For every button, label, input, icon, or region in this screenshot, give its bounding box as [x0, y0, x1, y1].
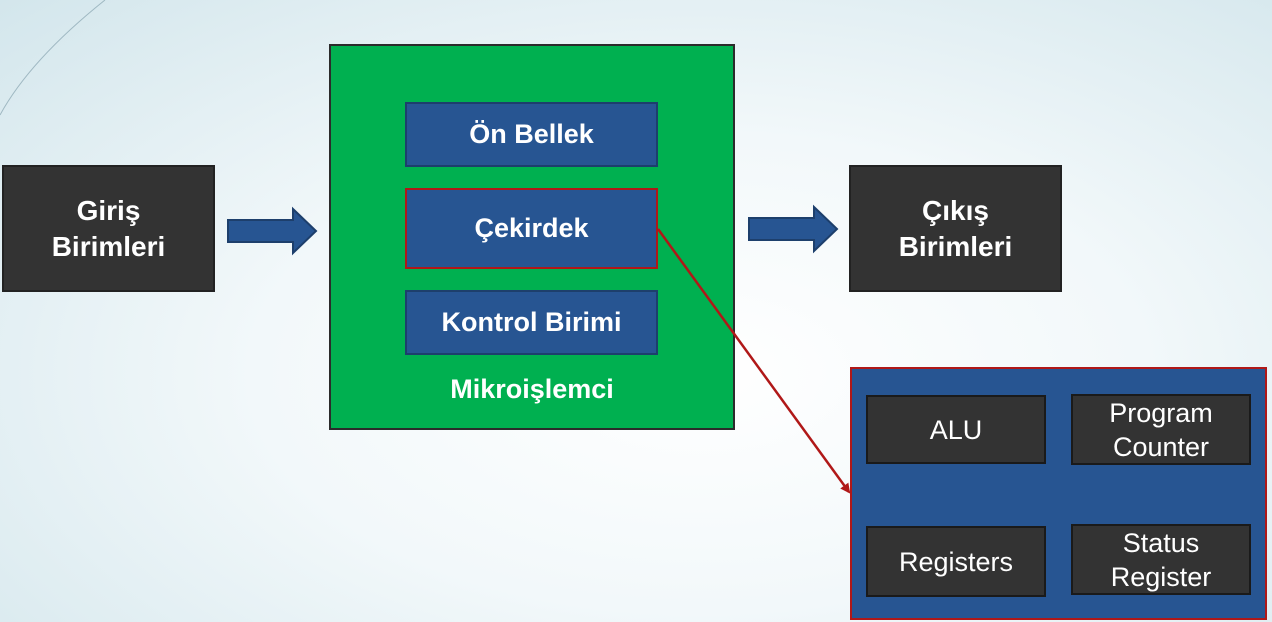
core-to-detail-line — [656, 228, 851, 494]
program-counter-line1: Program — [1109, 397, 1213, 428]
status-register-line1: Status — [1122, 527, 1200, 558]
microprocessor-label: Mikroişlemci — [450, 374, 614, 404]
alu-box: ALU — [866, 395, 1046, 464]
status-register-line2: Register — [1110, 561, 1212, 592]
output-units-line2: Birimleri — [898, 230, 1013, 262]
input-units-line1: Giriş — [76, 194, 141, 226]
input-units-box: Giriş Birimleri — [2, 165, 215, 292]
control-unit-box: Kontrol Birimi — [405, 290, 658, 355]
core-box: Çekirdek — [405, 188, 658, 269]
program-counter-box: Program Counter — [1071, 394, 1251, 465]
output-units-line1: Çıkış — [922, 194, 989, 226]
program-counter-line2: Counter — [1112, 431, 1210, 462]
status-register-box: Status Register — [1071, 524, 1251, 595]
registers-box: Registers — [866, 526, 1046, 597]
cache-box: Ön Bellek — [405, 102, 658, 167]
input-units-line2: Birimleri — [51, 230, 166, 262]
cpu-to-output-arrow — [748, 204, 839, 254]
output-units-box: Çıkış Birimleri — [849, 165, 1062, 292]
input-to-cpu-arrow — [227, 206, 318, 256]
